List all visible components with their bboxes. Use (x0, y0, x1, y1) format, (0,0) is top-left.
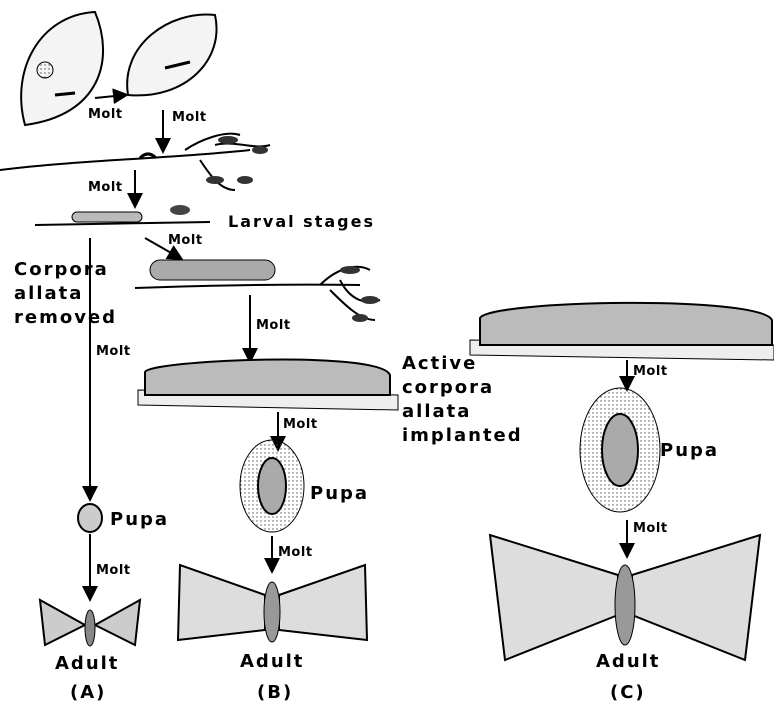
larva-leaf-illustration (127, 15, 216, 96)
adult-label-b: Adult (240, 650, 304, 674)
molt-label: Molt (283, 417, 318, 432)
adult-moth-c (490, 535, 760, 660)
column-label-a: (A) (70, 682, 106, 703)
twig-larva-2 (35, 205, 210, 225)
molt-arrow (95, 95, 125, 98)
corpora-removed-label: Corpora allata removed (14, 258, 117, 330)
pupa-cocoon-c (580, 388, 660, 512)
molt-label: Molt (88, 180, 123, 195)
molt-label: Molt (633, 521, 668, 536)
molt-label: Molt (172, 110, 207, 125)
pupa-a (78, 504, 102, 532)
adult-moth-b (178, 565, 367, 642)
column-label-c: (C) (610, 682, 646, 703)
pupa-label-a: Pupa (110, 508, 169, 532)
molt-label: Molt (633, 364, 668, 379)
adult-label-c: Adult (596, 650, 660, 674)
larva-final-b (138, 360, 398, 410)
twig-larva-3 (135, 260, 380, 322)
pupa-cocoon-b (240, 440, 304, 532)
pupa-label-b: Pupa (310, 482, 369, 506)
molt-label: Molt (96, 563, 131, 578)
adult-label-a: Adult (55, 652, 119, 676)
molt-label: Molt (96, 344, 131, 359)
molt-label: Molt (278, 545, 313, 560)
pupa-label-c: Pupa (660, 439, 719, 463)
adult-moth-a (40, 600, 140, 646)
larval-stages-label: Larval stages (228, 212, 375, 231)
molt-label: Molt (168, 233, 203, 248)
active-implanted-label: Active corpora allata implanted (402, 352, 523, 448)
column-label-b: (B) (257, 682, 293, 703)
molt-label: Molt (256, 318, 291, 333)
molt-label: Molt (88, 107, 123, 122)
